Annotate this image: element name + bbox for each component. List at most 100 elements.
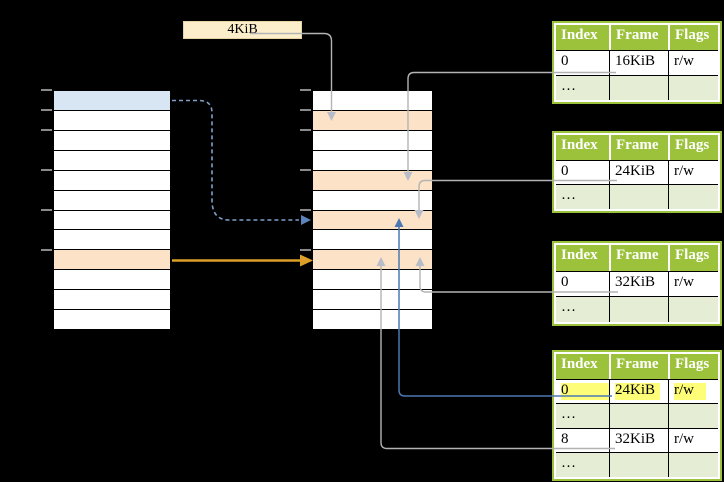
- page-table-cell: 0: [556, 378, 609, 404]
- page-table-cell: [668, 296, 718, 323]
- virtual-memory-row-1: [54, 109, 170, 130]
- virtual-memory-row-11: [54, 309, 170, 330]
- page-table-header-cell: Index: [556, 25, 609, 50]
- page-table-cell: 0: [556, 270, 609, 297]
- arrow-virtual-orange-to-frame-32kib: [172, 254, 313, 267]
- highlighted-value: 24KiB: [615, 382, 660, 400]
- page-table-header-cell: Flags: [668, 25, 718, 50]
- page-table-cell: r/w: [668, 378, 718, 404]
- virtual-tick-mark: [41, 169, 52, 171]
- page-table-cell: [609, 75, 668, 100]
- page-table-ellipsis-row: …: [556, 452, 718, 477]
- physical-memory-row-8: [313, 249, 432, 270]
- highlighted-value: 0: [561, 382, 609, 400]
- virtual-memory-row-7: [54, 229, 170, 250]
- page-table-cell: …: [556, 452, 609, 477]
- highlighted-value: r/w: [674, 382, 706, 400]
- page-table-cell: [609, 403, 668, 428]
- page-table-cell: r/w: [668, 159, 718, 185]
- page-table-cell: 0: [556, 159, 609, 185]
- physical-memory-row-6: [313, 209, 432, 230]
- physical-tick-mark: [300, 169, 311, 171]
- virtual-memory-row-10: [54, 289, 170, 310]
- virtual-tick-mark: [41, 109, 52, 111]
- page-table-cell: …: [556, 75, 609, 100]
- virtual-memory-row-3: [54, 149, 170, 170]
- physical-tick-mark: [300, 249, 311, 251]
- page-table-header-cell: Flags: [668, 354, 718, 379]
- page-table-header-cell: Flags: [668, 135, 718, 160]
- virtual-memory-row-8: [54, 249, 170, 270]
- physical-memory-row-1: [313, 109, 432, 130]
- page-table-cell: …: [556, 296, 609, 323]
- page-table-cell: [609, 452, 668, 477]
- page-table-cell: 8: [556, 427, 609, 453]
- page-table-header-cell: Index: [556, 354, 609, 379]
- virtual-memory-row-5: [54, 189, 170, 210]
- physical-tick-mark: [300, 109, 311, 111]
- page-table-cell: [609, 296, 668, 323]
- page-table-cell: …: [556, 184, 609, 210]
- virtual-tick-mark: [41, 129, 52, 131]
- page-table-header-cell: Frame: [609, 25, 668, 50]
- physical-memory-row-5: [313, 189, 432, 210]
- physical-memory-row-10: [313, 289, 432, 310]
- page-table-header-cell: Flags: [668, 245, 718, 271]
- virtual-tick-mark: [41, 209, 52, 211]
- virtual-tick-mark: [41, 249, 52, 251]
- virtual-memory-row-0: [54, 91, 170, 110]
- page-table-cell: r/w: [668, 270, 718, 297]
- page-table-cell: …: [556, 403, 609, 428]
- page-table-cell: [609, 184, 668, 210]
- page-table-entry-row: 0 24KiB r/w: [556, 378, 718, 404]
- physical-memory-row-2: [313, 129, 432, 150]
- page-table-cell: 0: [556, 50, 609, 75]
- page-table-cell: 24KiB: [609, 159, 668, 185]
- page-table-cell: 16KiB: [609, 50, 668, 75]
- physical-tick-mark: [300, 129, 311, 131]
- virtual-memory-row-6: [54, 209, 170, 230]
- page-table-ellipsis-row: …: [556, 184, 718, 210]
- page-table-cell: 32KiB: [609, 427, 668, 453]
- page-table-cell: r/w: [668, 427, 718, 453]
- virtual-memory-row-2: [54, 129, 170, 150]
- physical-memory-row-0: [313, 91, 432, 110]
- page-table-header-cell: Index: [556, 135, 609, 160]
- page-table-ellipsis-row: …: [556, 75, 718, 100]
- page-table-header-cell: Frame: [609, 135, 668, 160]
- physical-memory-row-11: [313, 309, 432, 330]
- page-table-cell: [668, 452, 718, 477]
- page-table-cell: [668, 75, 718, 100]
- physical-memory-table: [312, 90, 433, 330]
- frame-size-label: 4KiB: [183, 21, 302, 39]
- page-table-ellipsis-row: …: [556, 296, 718, 323]
- page-table-header-cell: Frame: [609, 354, 668, 379]
- page-table-cell: 24KiB: [609, 378, 668, 404]
- page-table-ellipsis-row: …: [556, 403, 718, 428]
- physical-memory-row-7: [313, 229, 432, 250]
- virtual-memory-table: [53, 90, 171, 330]
- page-table-header-cell: Frame: [609, 245, 668, 271]
- page-table-header-cell: Index: [556, 245, 609, 271]
- physical-memory-row-4: [313, 169, 432, 190]
- page-table-cell: [668, 184, 718, 210]
- page-table-cell: 32KiB: [609, 270, 668, 297]
- page-table-cell: r/w: [668, 50, 718, 75]
- page-table-cell: [668, 403, 718, 428]
- arrow-virtual-blue-to-frame-24kib: [172, 99, 311, 225]
- virtual-tick-mark: [41, 89, 52, 91]
- physical-tick-mark: [300, 89, 311, 91]
- virtual-memory-row-4: [54, 169, 170, 190]
